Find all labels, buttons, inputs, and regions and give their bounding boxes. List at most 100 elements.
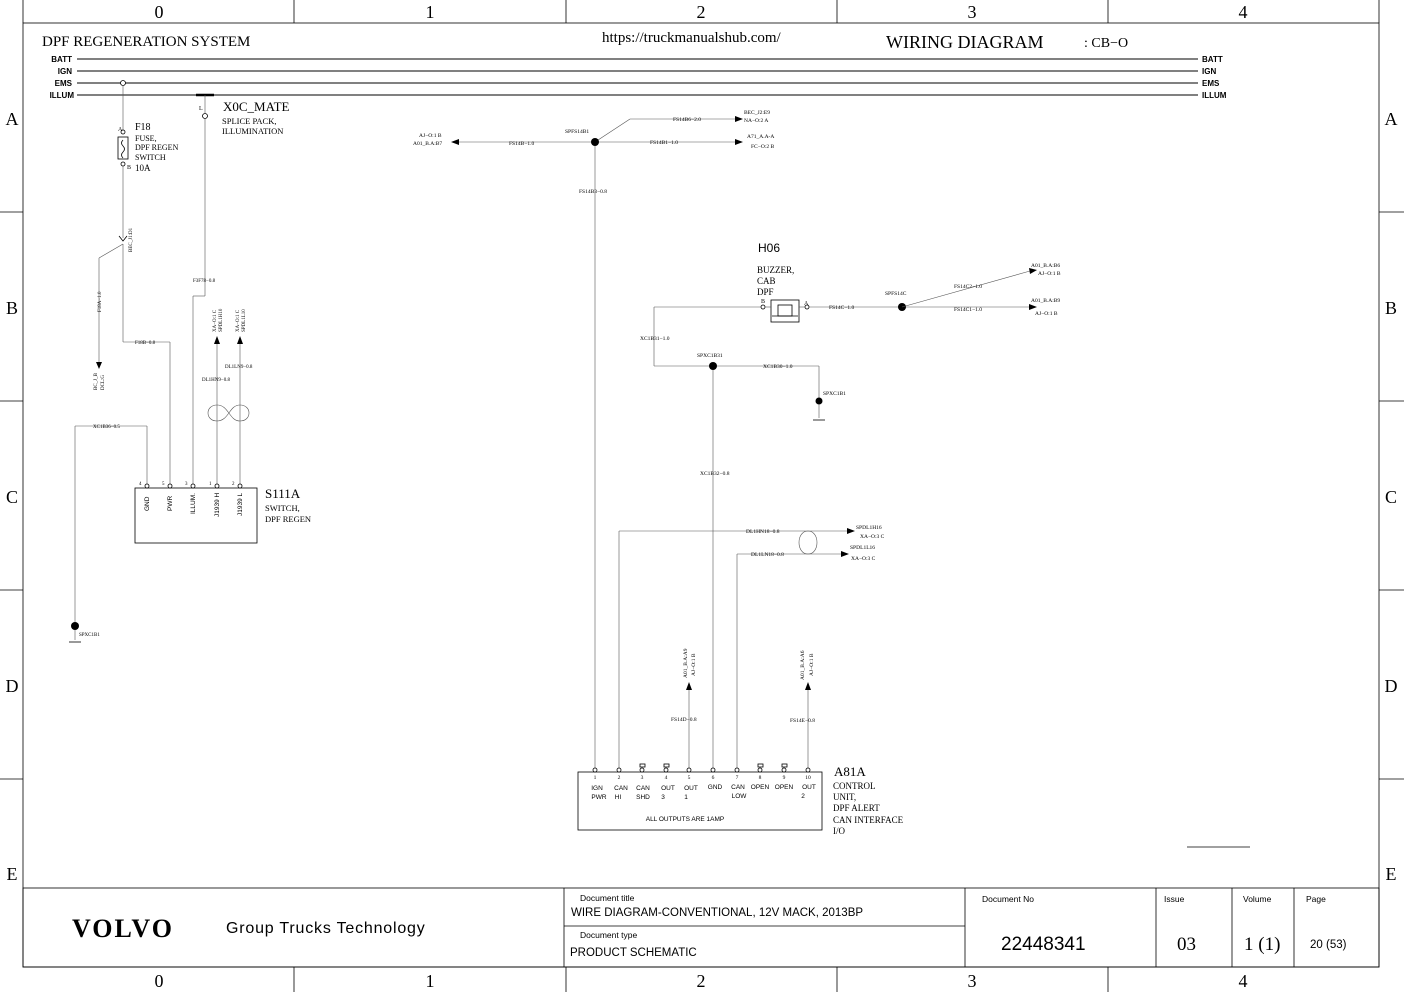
s111a-pin-num: 3 bbox=[185, 482, 188, 487]
conn-aj-o-1b: AJ−O:1 B bbox=[691, 653, 697, 676]
volume-value: 1 (1) bbox=[1244, 934, 1280, 955]
s111a-pin-name: ILLUM. bbox=[190, 493, 197, 514]
a81a-pin-label: OUT bbox=[802, 784, 816, 791]
h06-desc1: BUZZER, bbox=[757, 265, 794, 275]
grid-col-4: 4 bbox=[1239, 2, 1248, 22]
volume-label: Volume bbox=[1243, 894, 1272, 904]
a81a-desc5: I/O bbox=[833, 826, 845, 836]
s111a-id: S111A bbox=[265, 486, 301, 501]
bus-batt-label: BATT bbox=[1202, 55, 1223, 64]
x0c-id: X0C_MATE bbox=[223, 99, 290, 114]
grid-col-0: 0 bbox=[155, 2, 164, 22]
wire-dl1hn18: DL1HN18−0.8 bbox=[746, 529, 780, 535]
grid-row-d: D bbox=[6, 676, 19, 696]
fuse-f18: A B F18 FUSE, DPF REGEN SWITCH 10A BEC_J… bbox=[94, 80, 179, 485]
wire-fs14b3: FS14B3−0.8 bbox=[579, 189, 607, 195]
diagram-title: WIRING DIAGRAM bbox=[886, 32, 1043, 52]
f18-desc2: DPF REGEN bbox=[135, 143, 179, 152]
a81a-pin-label: LOW bbox=[732, 793, 748, 800]
a81a-pin-num: 4 bbox=[665, 775, 668, 781]
outputs-fs14: A01_B.A:A9 AJ−O:1 B FS14D−0.8 A01_B.A:A6… bbox=[671, 648, 815, 768]
grid-row-b: B bbox=[6, 298, 18, 318]
a81a-pin-num: 9 bbox=[783, 775, 786, 781]
wire-xc1b30: XC1B30−1.0 bbox=[763, 364, 793, 370]
conn-aj-o-1b: AJ−O:1 B bbox=[419, 133, 442, 139]
grid-row-e: E bbox=[1386, 864, 1397, 884]
h06-id: H06 bbox=[758, 241, 780, 255]
a81a-pin-label: CAN bbox=[636, 785, 650, 792]
grid-row-a: A bbox=[6, 109, 19, 129]
conn-spdl1l16: SPDL1L16 bbox=[850, 545, 875, 551]
grid-col-0: 0 bbox=[155, 971, 164, 991]
a81a-desc2: UNIT, bbox=[833, 792, 856, 802]
issue-label: Issue bbox=[1164, 894, 1185, 904]
page-label: Page bbox=[1306, 894, 1326, 904]
bus-illum-label: ILLUM bbox=[1202, 91, 1227, 100]
splice-spxc1b31: XC1B31−1.0 SPXC1B31 XC1B30−1.0 SPXC1B1 X… bbox=[640, 306, 846, 768]
wire-f18b: F18B−0.8 bbox=[135, 341, 156, 346]
wire-xc1b31: XC1B31−1.0 bbox=[640, 336, 670, 342]
conn-a01-b-a-b6: A01_B.A:B6 bbox=[1031, 263, 1060, 269]
a81a-pin-label: OPEN bbox=[751, 784, 770, 791]
doc-no: 22448341 bbox=[1001, 934, 1086, 955]
s111a-pin-name: J1939 L bbox=[237, 492, 244, 516]
h06-pin-b: B bbox=[761, 299, 765, 305]
grid-col-3: 3 bbox=[968, 971, 977, 991]
conn-dcl-g: DCL:G bbox=[101, 375, 106, 390]
a81a-pin-num: 3 bbox=[641, 775, 644, 781]
a81a-pin-num: 6 bbox=[712, 775, 715, 781]
wire-fs14b6: FS14B6−2.0 bbox=[673, 117, 701, 123]
s111a-pin-name: PWR bbox=[167, 496, 174, 511]
grid-row-d: D bbox=[1385, 676, 1398, 696]
conn-spdl1h16: SPDL1H16 bbox=[856, 525, 882, 531]
a81a-pin-label: CAN bbox=[614, 785, 628, 792]
buzzer-h06: H06 BUZZER, CAB DPF B A bbox=[757, 241, 810, 323]
f18-desc3: SWITCH bbox=[135, 153, 166, 162]
doc-no-label: Document No bbox=[982, 894, 1034, 904]
diagram-code: : CB−O bbox=[1084, 36, 1128, 51]
conn-aj-o-1b: AJ−O:1 B bbox=[1038, 271, 1061, 277]
f18-pin-a: A bbox=[118, 127, 123, 133]
x0c-desc2: ILLUMINATION bbox=[222, 126, 283, 136]
conn-a71-a-a-a: A71_A.A-A bbox=[747, 134, 774, 140]
wire-fs14d: FS14D−0.8 bbox=[671, 717, 697, 723]
a81a-pin-label: CAN bbox=[731, 784, 745, 791]
doc-title-label: Document title bbox=[580, 893, 635, 903]
wire-fs14e: FS14E−0.8 bbox=[790, 718, 815, 724]
splice-spxc1b31-label: SPXC1B31 bbox=[697, 353, 723, 359]
can-lines-s111a: XA−O:1 C SPDL1H10 XA−O:1 C SPDL1L10 DL1L… bbox=[202, 308, 253, 485]
s111a-pin-num: 4 bbox=[139, 482, 142, 487]
a81a-pin-label: OPEN bbox=[775, 784, 794, 791]
splice-spfs14b1: SPFS14B1 FS14B6−2.0 BEC_J2:E9 NA−O:2 A A… bbox=[413, 110, 774, 768]
wire-f3f78: F3F78−0.8 bbox=[193, 279, 216, 284]
a81a-pin-label: 3 bbox=[661, 794, 665, 801]
grid-column-labels-bottom: 0 1 2 3 4 bbox=[155, 971, 1248, 991]
a81a-pin-label: OUT bbox=[661, 785, 675, 792]
s111a-pin-name: GND bbox=[144, 496, 151, 511]
wire-xc1b32: XC1B32−0.8 bbox=[700, 471, 730, 477]
a81a-pin-label: OUT bbox=[684, 785, 698, 792]
a81a-pin-label: GND bbox=[708, 784, 723, 791]
a81a-pin-label: 1 bbox=[684, 794, 688, 801]
conn-aj-o-1b: AJ−O:1 B bbox=[1035, 311, 1058, 317]
splice-spfs14c-label: SPFS14C bbox=[885, 291, 907, 297]
s111a-desc1: SWITCH, bbox=[265, 503, 300, 513]
splice-spfs14b1-label: SPFS14B1 bbox=[565, 129, 589, 135]
doc-title: WIRE DIAGRAM-CONVENTIONAL, 12V MACK, 201… bbox=[571, 907, 863, 919]
conn-a01-b-a-b9: A01_B.A:B9 bbox=[1031, 298, 1060, 304]
grid-col-1: 1 bbox=[426, 971, 435, 991]
grid-row-a: A bbox=[1385, 109, 1398, 129]
grid-row-labels-left: A B C D E bbox=[6, 109, 19, 884]
a81a-pin-num: 1 bbox=[594, 775, 597, 781]
power-buses: BATT IGN EMS ILLUM BATT IGN EMS ILLUM bbox=[50, 55, 1227, 100]
conn-a01-b-a-a9: A01_B.A:A9 bbox=[683, 648, 689, 678]
f18-id: F18 bbox=[135, 122, 151, 133]
wire-dl1hn9: DL1HN9−0.8 bbox=[202, 378, 230, 383]
switch-s111a: 4 5 3 1 2 GND PWR ILLUM. J1939 H J1939 L… bbox=[134, 482, 311, 544]
can-lines-a81a: DL1HN18−0.8 SPDL1H16 XA−O:3 C DL1LN18−0.… bbox=[618, 525, 885, 768]
h06-pin-a: A bbox=[804, 301, 809, 307]
a81a-pin-num: 5 bbox=[688, 775, 691, 781]
conn-spdl1l10: SPDL1L10 bbox=[242, 309, 247, 332]
a81a-pin-num: 7 bbox=[736, 775, 739, 781]
grid-row-c: C bbox=[1385, 487, 1397, 507]
